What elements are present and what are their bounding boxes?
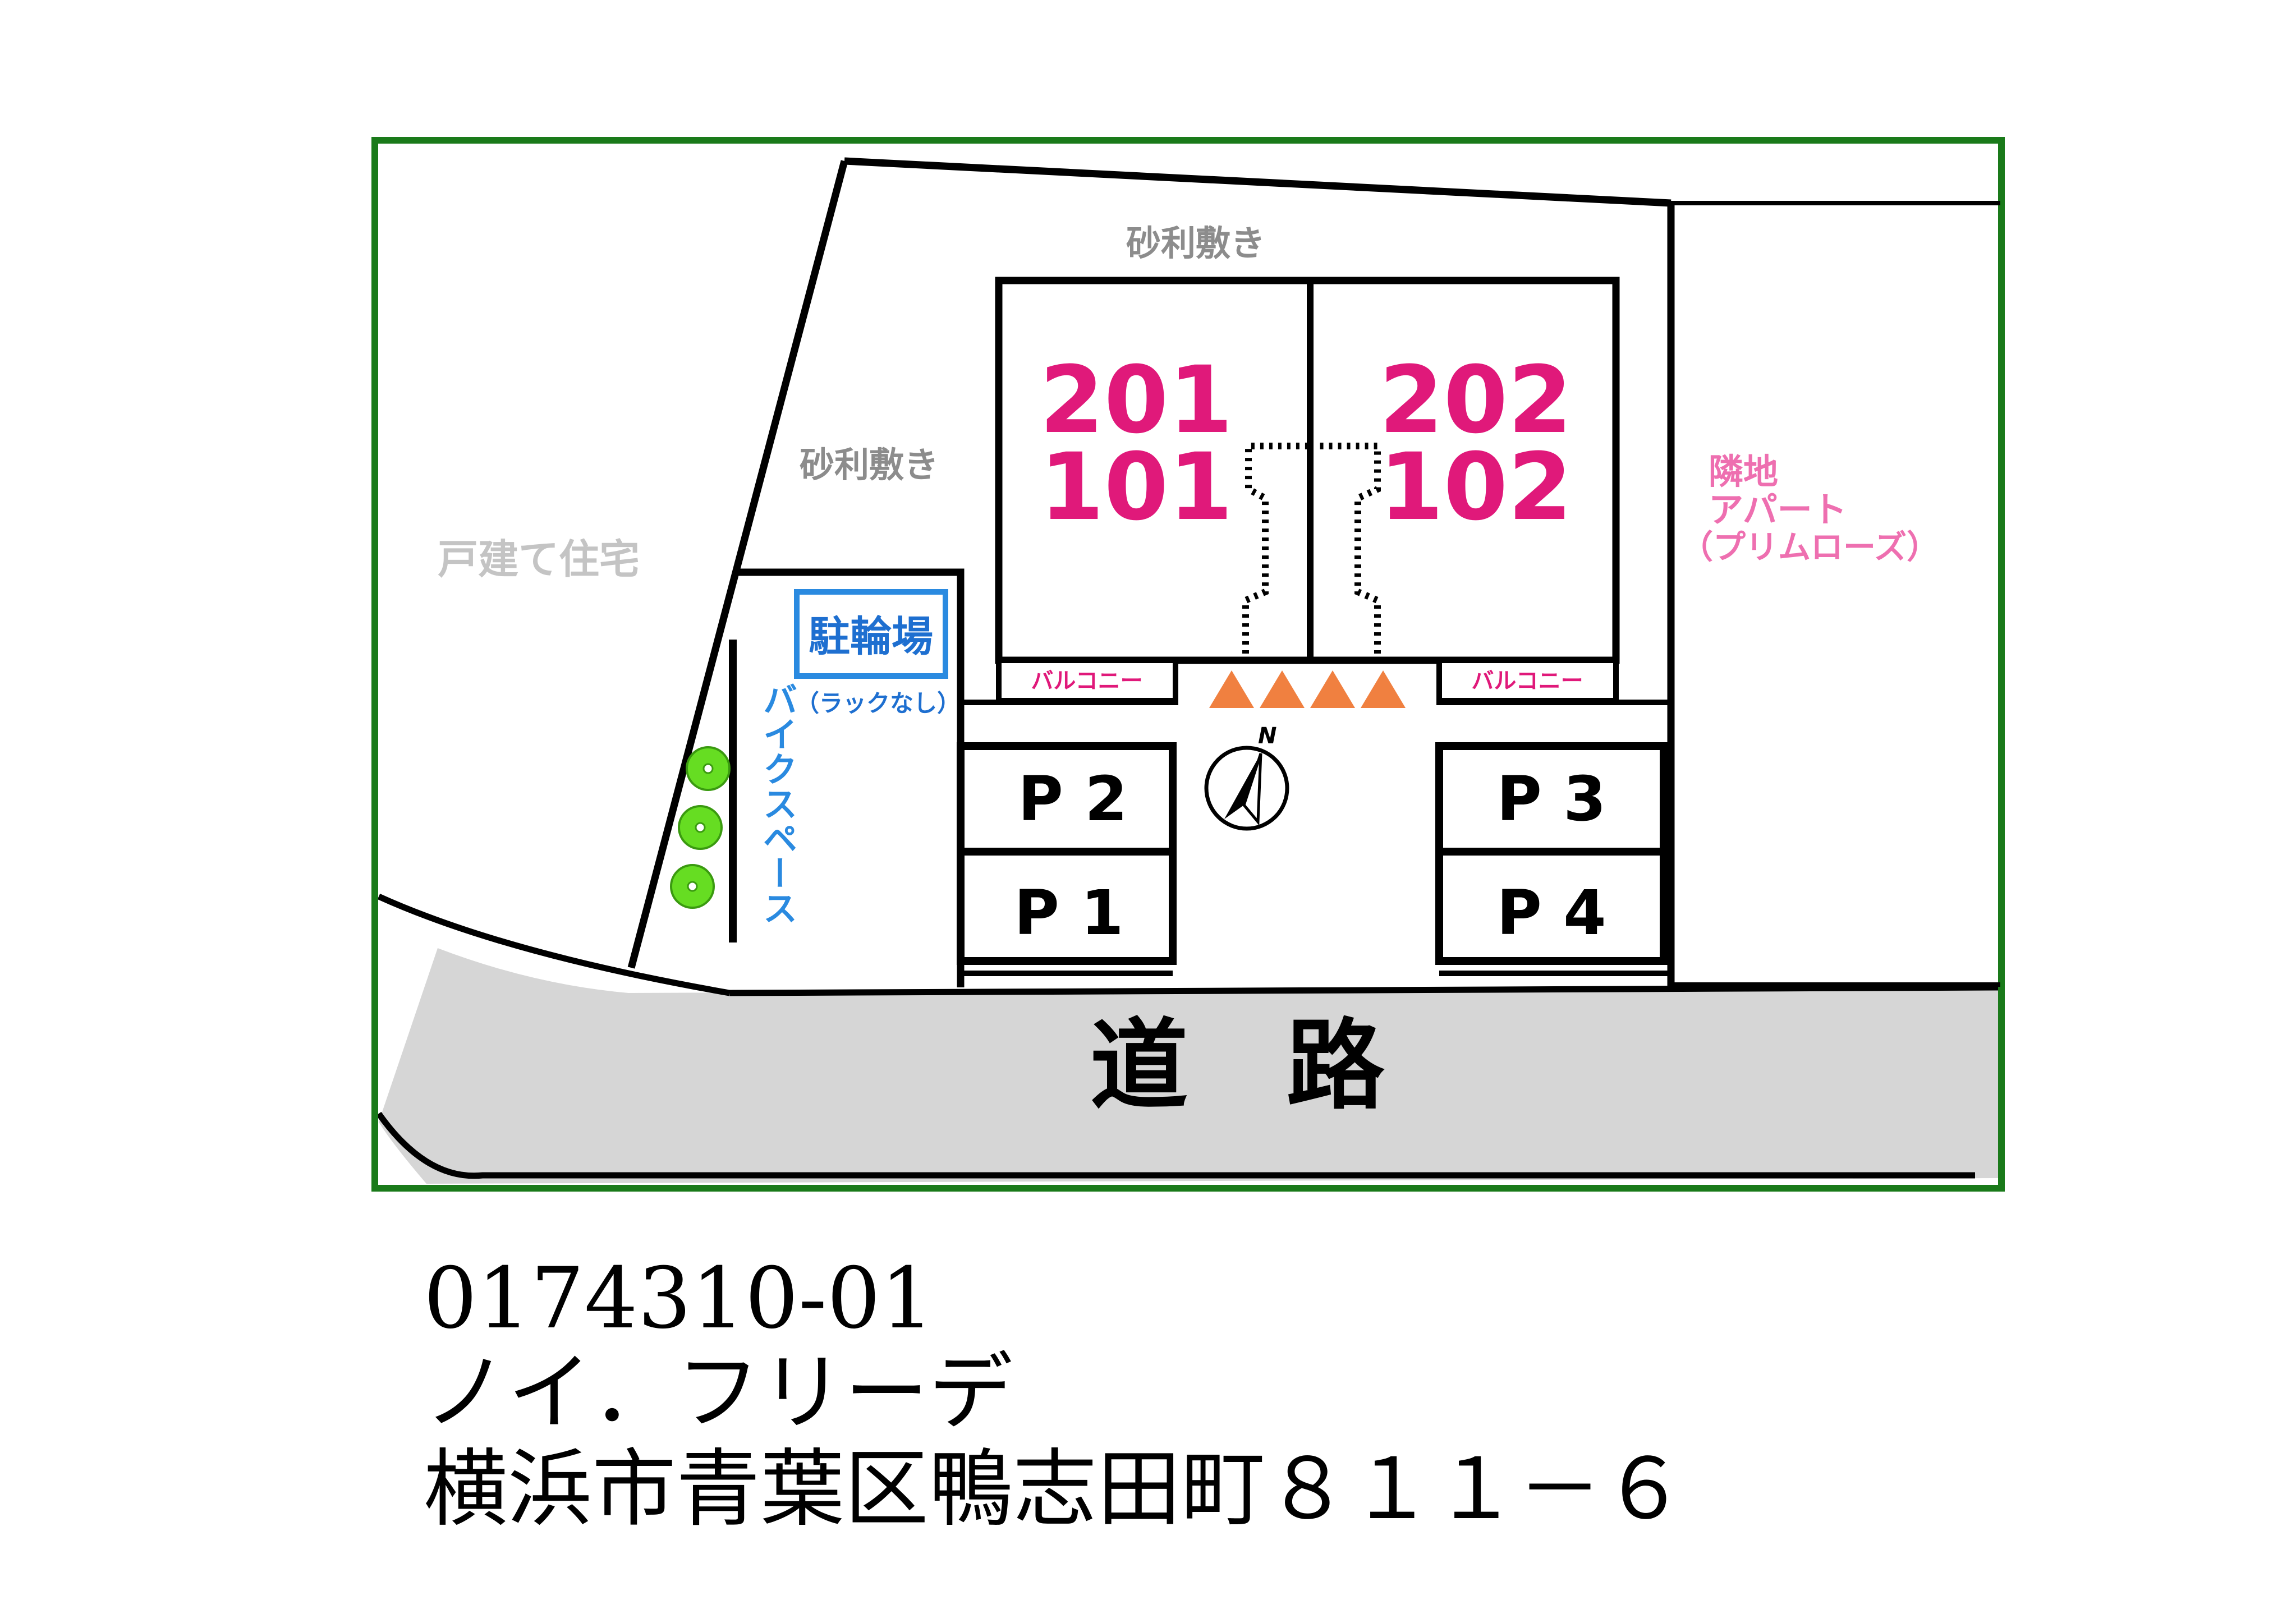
road-area bbox=[379, 948, 2000, 1184]
map-frame bbox=[371, 137, 2005, 1192]
parking-label-p3: P 3 bbox=[1496, 763, 1606, 835]
tree-icon bbox=[670, 746, 731, 909]
road-label: 道 路 bbox=[1090, 1009, 1385, 1123]
balcony-label-left: バルコニー bbox=[1031, 668, 1142, 694]
parking-p4 bbox=[1435, 848, 1668, 965]
parking-p3 bbox=[1435, 742, 1668, 856]
neighbor-label-1: 隣地 bbox=[1709, 451, 1778, 492]
rack-note-label: （ラックなし） bbox=[796, 689, 961, 717]
unit-201: 201 bbox=[1040, 346, 1233, 454]
gravel-label-top: 砂利敷き bbox=[1126, 223, 1265, 264]
bike-space-label: バイクスペース bbox=[757, 682, 798, 925]
neighbor-label-3: （プリムローズ） bbox=[1680, 528, 1939, 566]
road-curve-top bbox=[377, 893, 730, 996]
neighbor-label-2: アパート bbox=[1709, 489, 1847, 530]
house-label: 戸建て住宅 bbox=[438, 536, 640, 583]
property-address: 横浜市青葉区鴨志田町８１１－６ bbox=[424, 1441, 1687, 1538]
north-label: N bbox=[1258, 723, 1276, 749]
unit-101: 101 bbox=[1040, 433, 1233, 541]
stairs-left bbox=[1242, 443, 1307, 654]
stairs-right bbox=[1319, 443, 1381, 654]
parking-p2 bbox=[957, 742, 1177, 856]
unit-102: 102 bbox=[1379, 433, 1572, 541]
parking-label-p1: P 1 bbox=[1014, 877, 1123, 949]
bicycle-parking-label: 駐輪場 bbox=[809, 613, 933, 661]
parking-label-p2: P 2 bbox=[1018, 763, 1127, 835]
road-edge-line bbox=[729, 984, 2001, 996]
road-curve-bottom bbox=[376, 1111, 1975, 1179]
unit-202: 202 bbox=[1379, 346, 1572, 454]
balcony-label-right: バルコニー bbox=[1471, 668, 1583, 694]
traffic-cone-icon bbox=[1209, 670, 1406, 708]
bicycle-parking-box bbox=[794, 589, 948, 679]
lot-boundary-left bbox=[627, 160, 848, 969]
property-name: ノイ．フリーデ bbox=[424, 1344, 1013, 1442]
lot-boundary-top bbox=[844, 157, 1672, 207]
parking-p1 bbox=[957, 848, 1177, 965]
parking-label-p4: P 4 bbox=[1496, 877, 1606, 949]
north-arrow-icon bbox=[1204, 746, 1289, 831]
property-code: 0174310-01 bbox=[424, 1250, 934, 1348]
gravel-label-left: 砂利敷き bbox=[800, 444, 939, 485]
